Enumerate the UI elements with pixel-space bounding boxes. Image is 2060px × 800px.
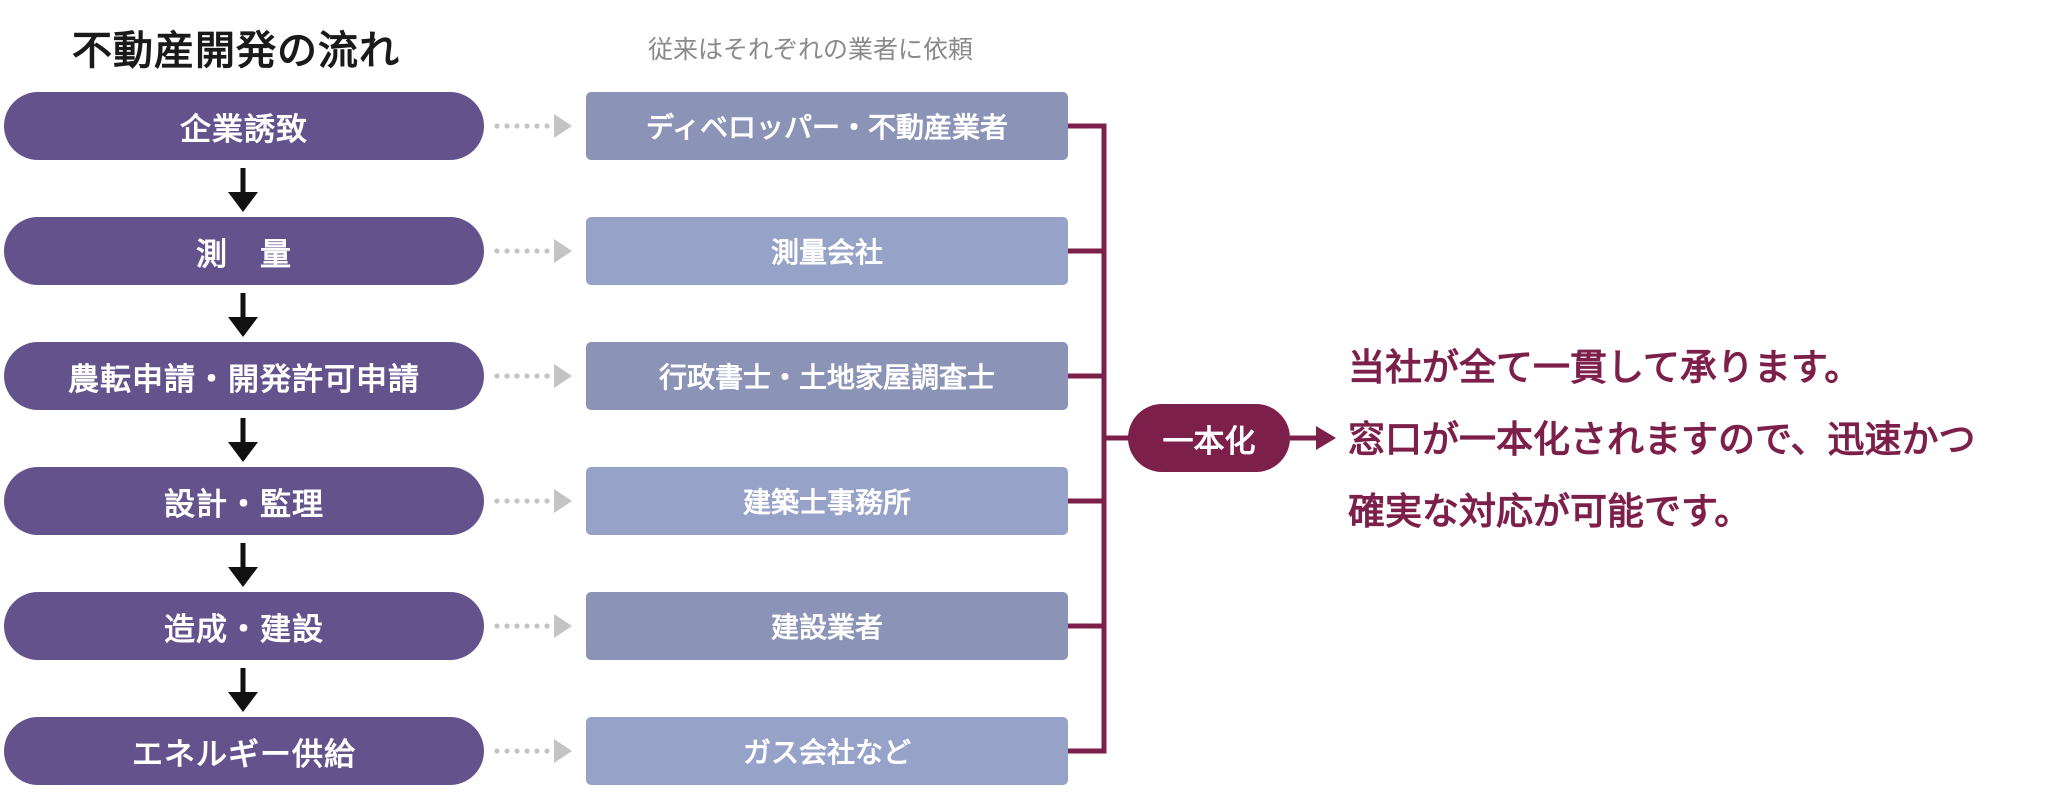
- message-line-3: 確実な対応が可能です。: [1348, 490, 1752, 533]
- step-4-box: 設計・監理: [4, 467, 484, 535]
- diagram-title: 不動産開発の流れ: [72, 28, 400, 74]
- dotted-arrow-6: [494, 739, 572, 763]
- dotted-arrow-5: [494, 614, 572, 638]
- vendor-1-box: ディベロッパー・不動産業者: [586, 92, 1068, 160]
- step-6-box: エネルギー供給: [4, 717, 484, 785]
- message-line-2: 窓口が一本化されますので、迅速かつ: [1348, 418, 1976, 461]
- dotted-arrow-3: [494, 364, 572, 388]
- down-arrow-1: [228, 168, 258, 212]
- down-arrow-3: [228, 418, 258, 462]
- down-arrow-4: [228, 543, 258, 587]
- vendor-2-box: 測量会社: [586, 217, 1068, 285]
- unify-bracket: [1068, 123, 1132, 754]
- unify-arrow-icon: [1290, 426, 1336, 450]
- one-stop-message: 当社が全て一貫して承ります。 窓口が一本化されますので、迅速かつ 確実な対応が可…: [1348, 332, 2048, 548]
- vendor-3-box: 行政書士・土地家屋調査士: [586, 342, 1068, 410]
- step-1-box: 企業誘致: [4, 92, 484, 160]
- down-arrow-5: [228, 668, 258, 712]
- vendor-4-box: 建築士事務所: [586, 467, 1068, 535]
- vendor-6-box: ガス会社など: [586, 717, 1068, 785]
- unify-badge: 一本化: [1128, 404, 1290, 472]
- down-arrow-2: [228, 293, 258, 337]
- step-2-box: 測 量: [4, 217, 484, 285]
- dotted-arrow-2: [494, 239, 572, 263]
- vendor-column-caption: 従来はそれぞれの業者に依頼: [648, 35, 974, 64]
- step-3-box: 農転申請・開発許可申請: [4, 342, 484, 410]
- message-line-1: 当社が全て一貫して承ります。: [1348, 346, 1862, 389]
- dotted-arrow-1: [494, 114, 572, 138]
- step-5-box: 造成・建設: [4, 592, 484, 660]
- dotted-arrow-4: [494, 489, 572, 513]
- vendor-5-box: 建設業者: [586, 592, 1068, 660]
